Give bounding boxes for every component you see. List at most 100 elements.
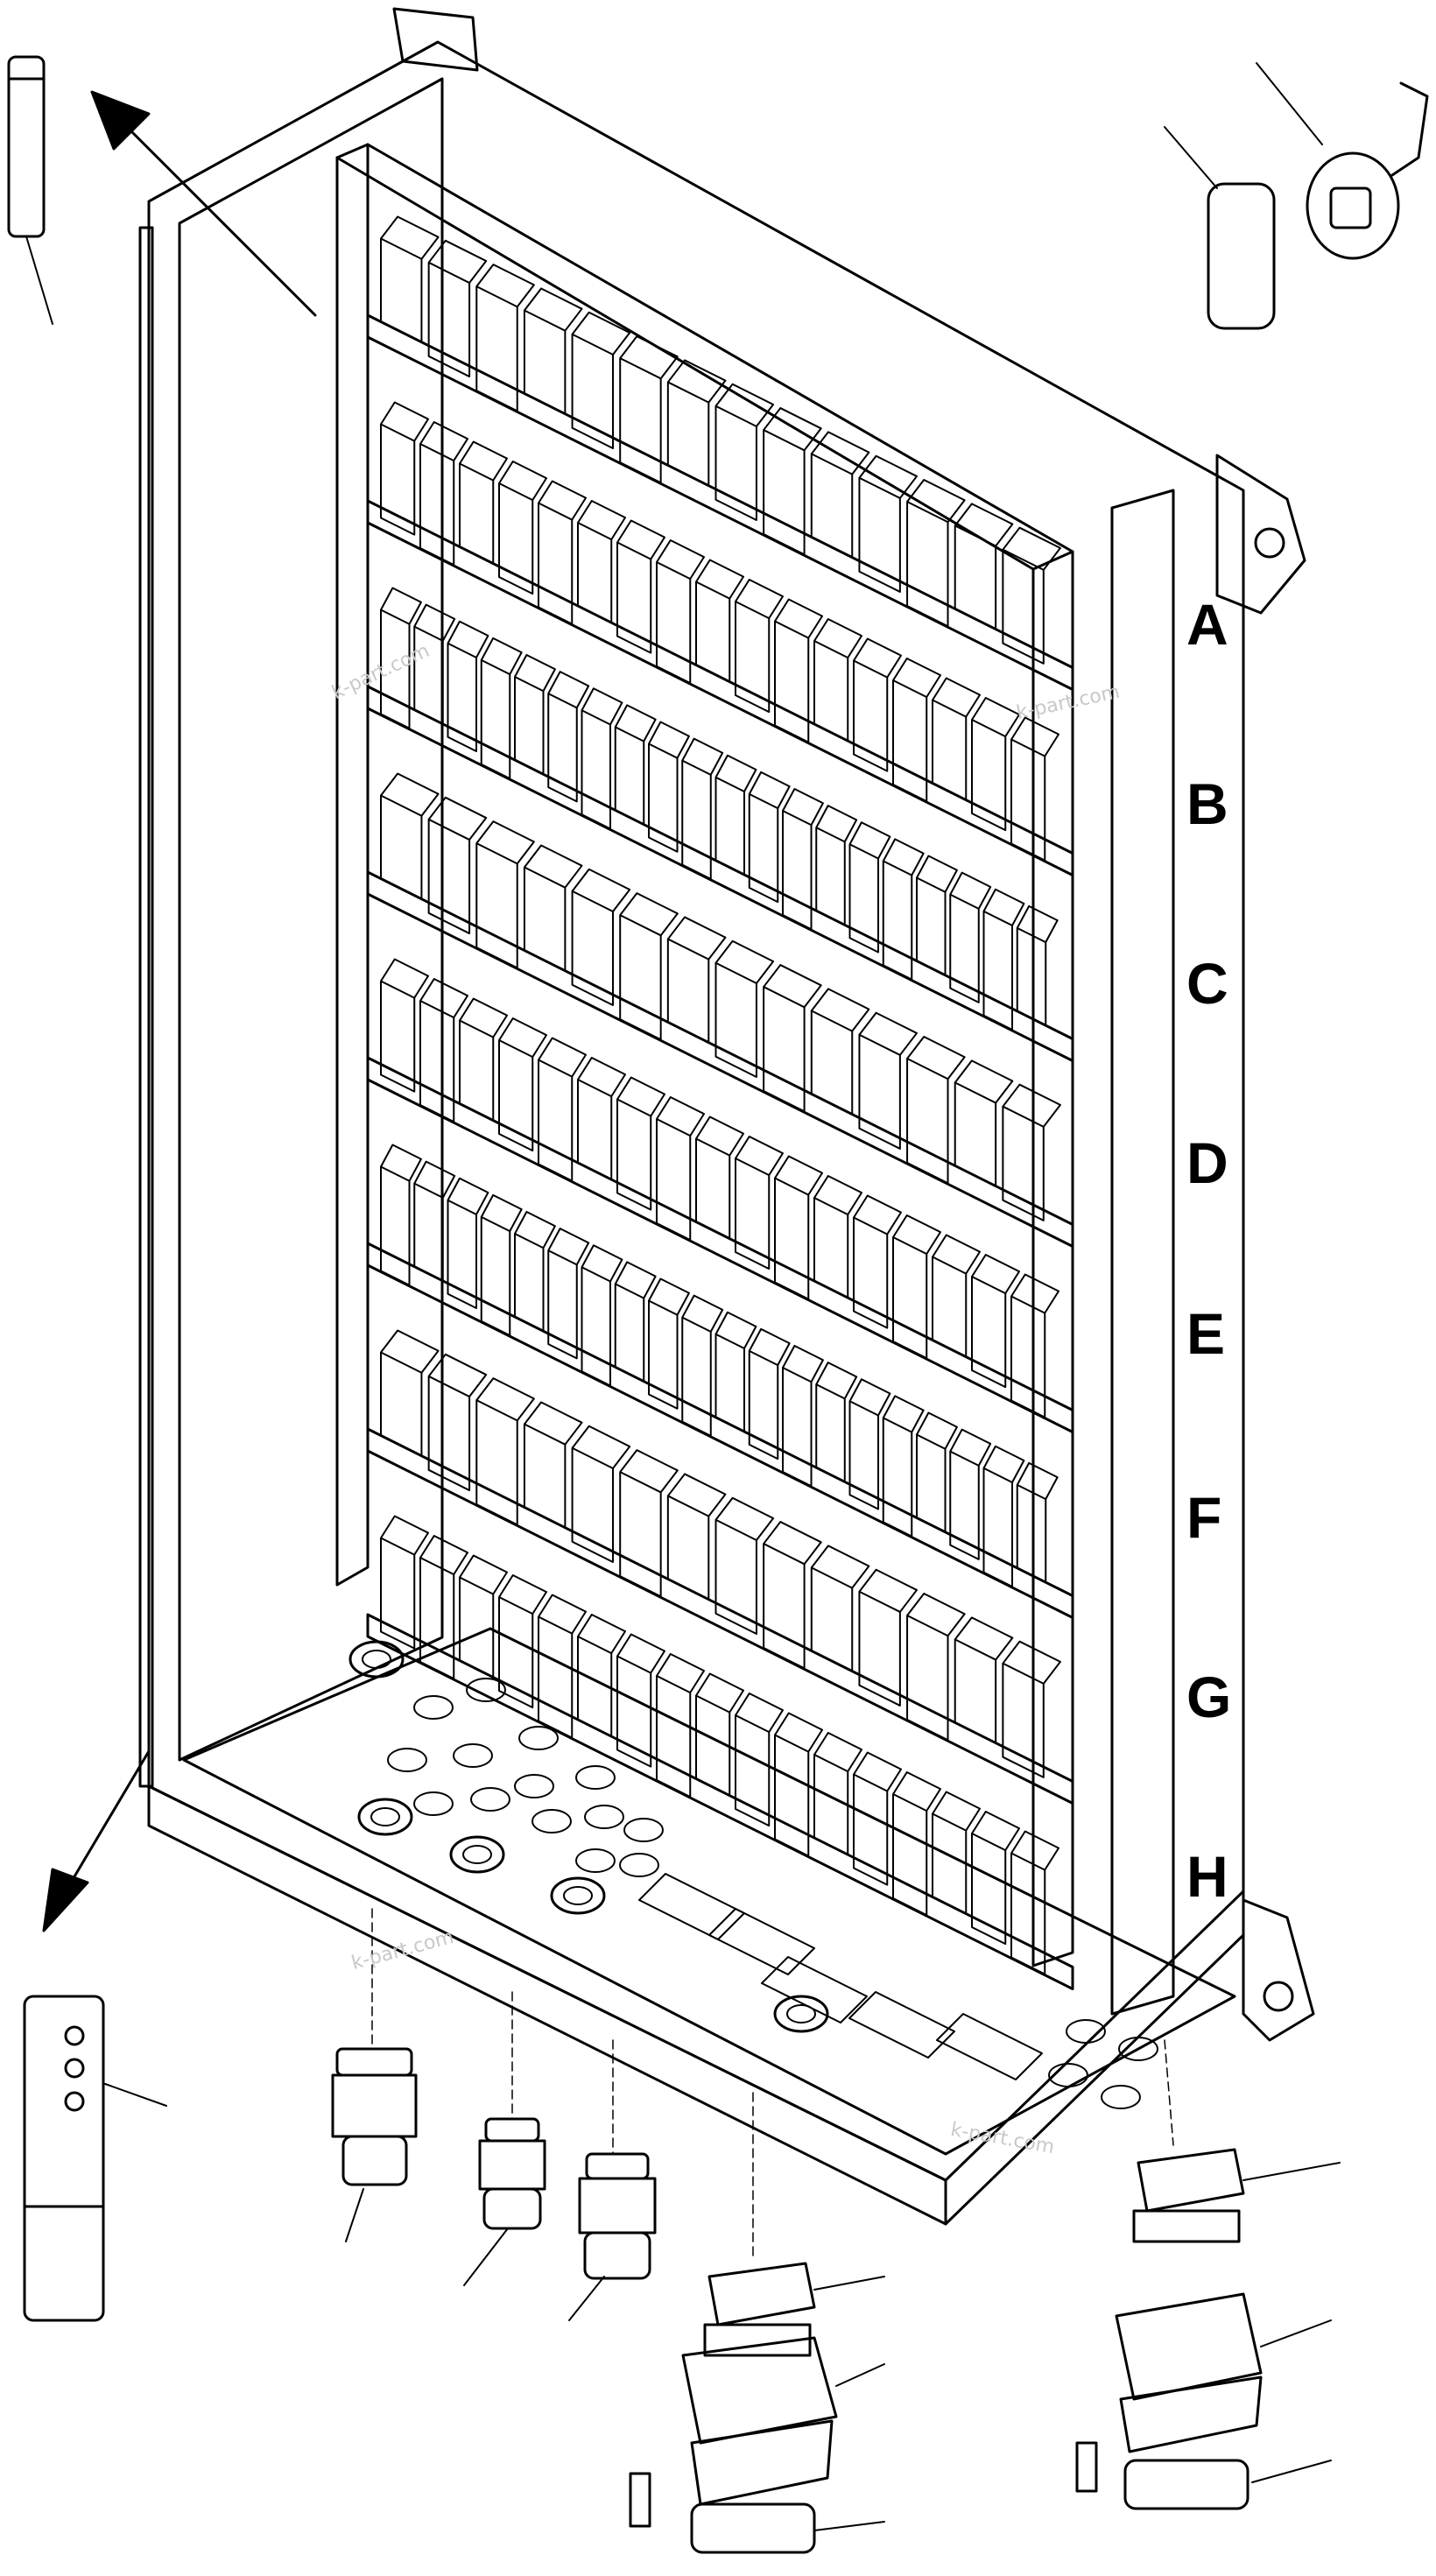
rail-module [581,687,623,830]
din-rail-row [366,958,1074,1433]
rail-module [848,821,891,954]
rail-module [547,671,590,803]
rail-module [666,359,727,487]
plate-hole [413,1695,454,1720]
rail-module [714,383,775,521]
rail-module [954,1616,1014,1744]
rail-module [714,754,757,876]
rail-module [614,1261,657,1383]
rail-module [538,480,587,625]
rail-module [858,1568,918,1707]
cabinet-enclosure [42,7,1315,2226]
rail-module [782,1345,824,1488]
rail-module [681,1294,724,1437]
rail-module [616,1633,665,1768]
row-label-g: G [1186,1665,1232,1729]
rail-module [498,461,547,595]
din-rail-row [366,1329,1074,1805]
plate-hole [1118,2037,1158,2061]
lock-cylinder [1164,62,1429,330]
rail-module [571,868,631,1007]
plate-cutout [848,1991,955,2059]
rail-module [447,1177,489,1310]
rail-module [514,654,556,776]
rail-module [419,978,468,1123]
connector-set-right [1075,2039,1341,2510]
lock-nut [348,1640,405,1679]
rail-module [459,997,508,1122]
plate-hole [518,1726,559,1750]
rail-module [427,239,488,378]
lock-nut [550,1876,606,1915]
rail-module [932,1791,981,1915]
row-label-a: A [1186,592,1228,657]
rail-module [581,1244,623,1387]
rail-module [380,1329,440,1457]
rail-module [1010,716,1059,862]
rail-module [971,1254,1020,1389]
rail-module [475,1377,535,1526]
rail-module [577,1057,626,1181]
rail-module [498,1017,547,1152]
plate-cutout [708,1908,815,1975]
rail-module [380,215,440,343]
lock-nut [449,1835,505,1874]
lock-nut-hole [370,1807,400,1826]
rail-module [695,1116,744,1240]
rail-module [848,1378,891,1510]
rail-module [882,1395,925,1538]
rail-module [447,620,489,753]
plate-cutout [638,1873,745,1940]
rail-module [954,1059,1014,1187]
row-label-e: E [1186,1301,1226,1366]
rail-module [523,1401,583,1529]
rail-module [681,737,724,880]
rail-module [1002,1083,1061,1221]
rail-module [619,892,679,1041]
rail-module [538,1037,587,1182]
rail-module [892,1214,941,1360]
rail-module [480,637,523,780]
din-rail-row [366,1144,1074,1619]
lock-nut-hole [786,2004,816,2023]
rail-module [1002,526,1061,665]
rail-module [858,1011,918,1150]
rail-module [614,704,657,826]
rail-module [514,1211,556,1333]
rail-module [853,637,902,772]
rail-module [538,1594,587,1739]
plate-hole [470,1787,510,1812]
rail-module [571,311,631,450]
plate-hole [387,1748,427,1772]
row-label-d: D [1186,1130,1228,1195]
rail-module [695,1672,744,1797]
rail-module [763,407,822,556]
rail-module [971,697,1020,832]
rail-module [906,479,966,628]
rail-module [1010,1273,1059,1418]
rail-module [380,772,440,900]
row-label-h: H [1186,1844,1228,1909]
rail-module [774,1712,823,1857]
plate-hole [1066,2019,1106,2044]
lock-nut [357,1798,413,1836]
rail-module [932,1234,981,1358]
plate-hole [619,1853,659,1877]
din-rails [366,215,1074,1990]
rail-module [853,1194,902,1329]
rail-module [616,519,665,654]
rail-module [1002,1640,1061,1778]
lock-nut [773,1995,829,2033]
row-label-b: B [1186,771,1228,836]
hinge-part [23,1995,167,2322]
rail-module [916,1411,958,1533]
rail-module [523,844,583,972]
rail-module [714,1496,775,1635]
plate-hole [453,1743,493,1768]
rail-module [813,1175,862,1299]
plate-hole [623,1818,664,1842]
rail-module [419,421,468,567]
rail-module [971,1811,1020,1946]
rail-module [858,454,918,593]
